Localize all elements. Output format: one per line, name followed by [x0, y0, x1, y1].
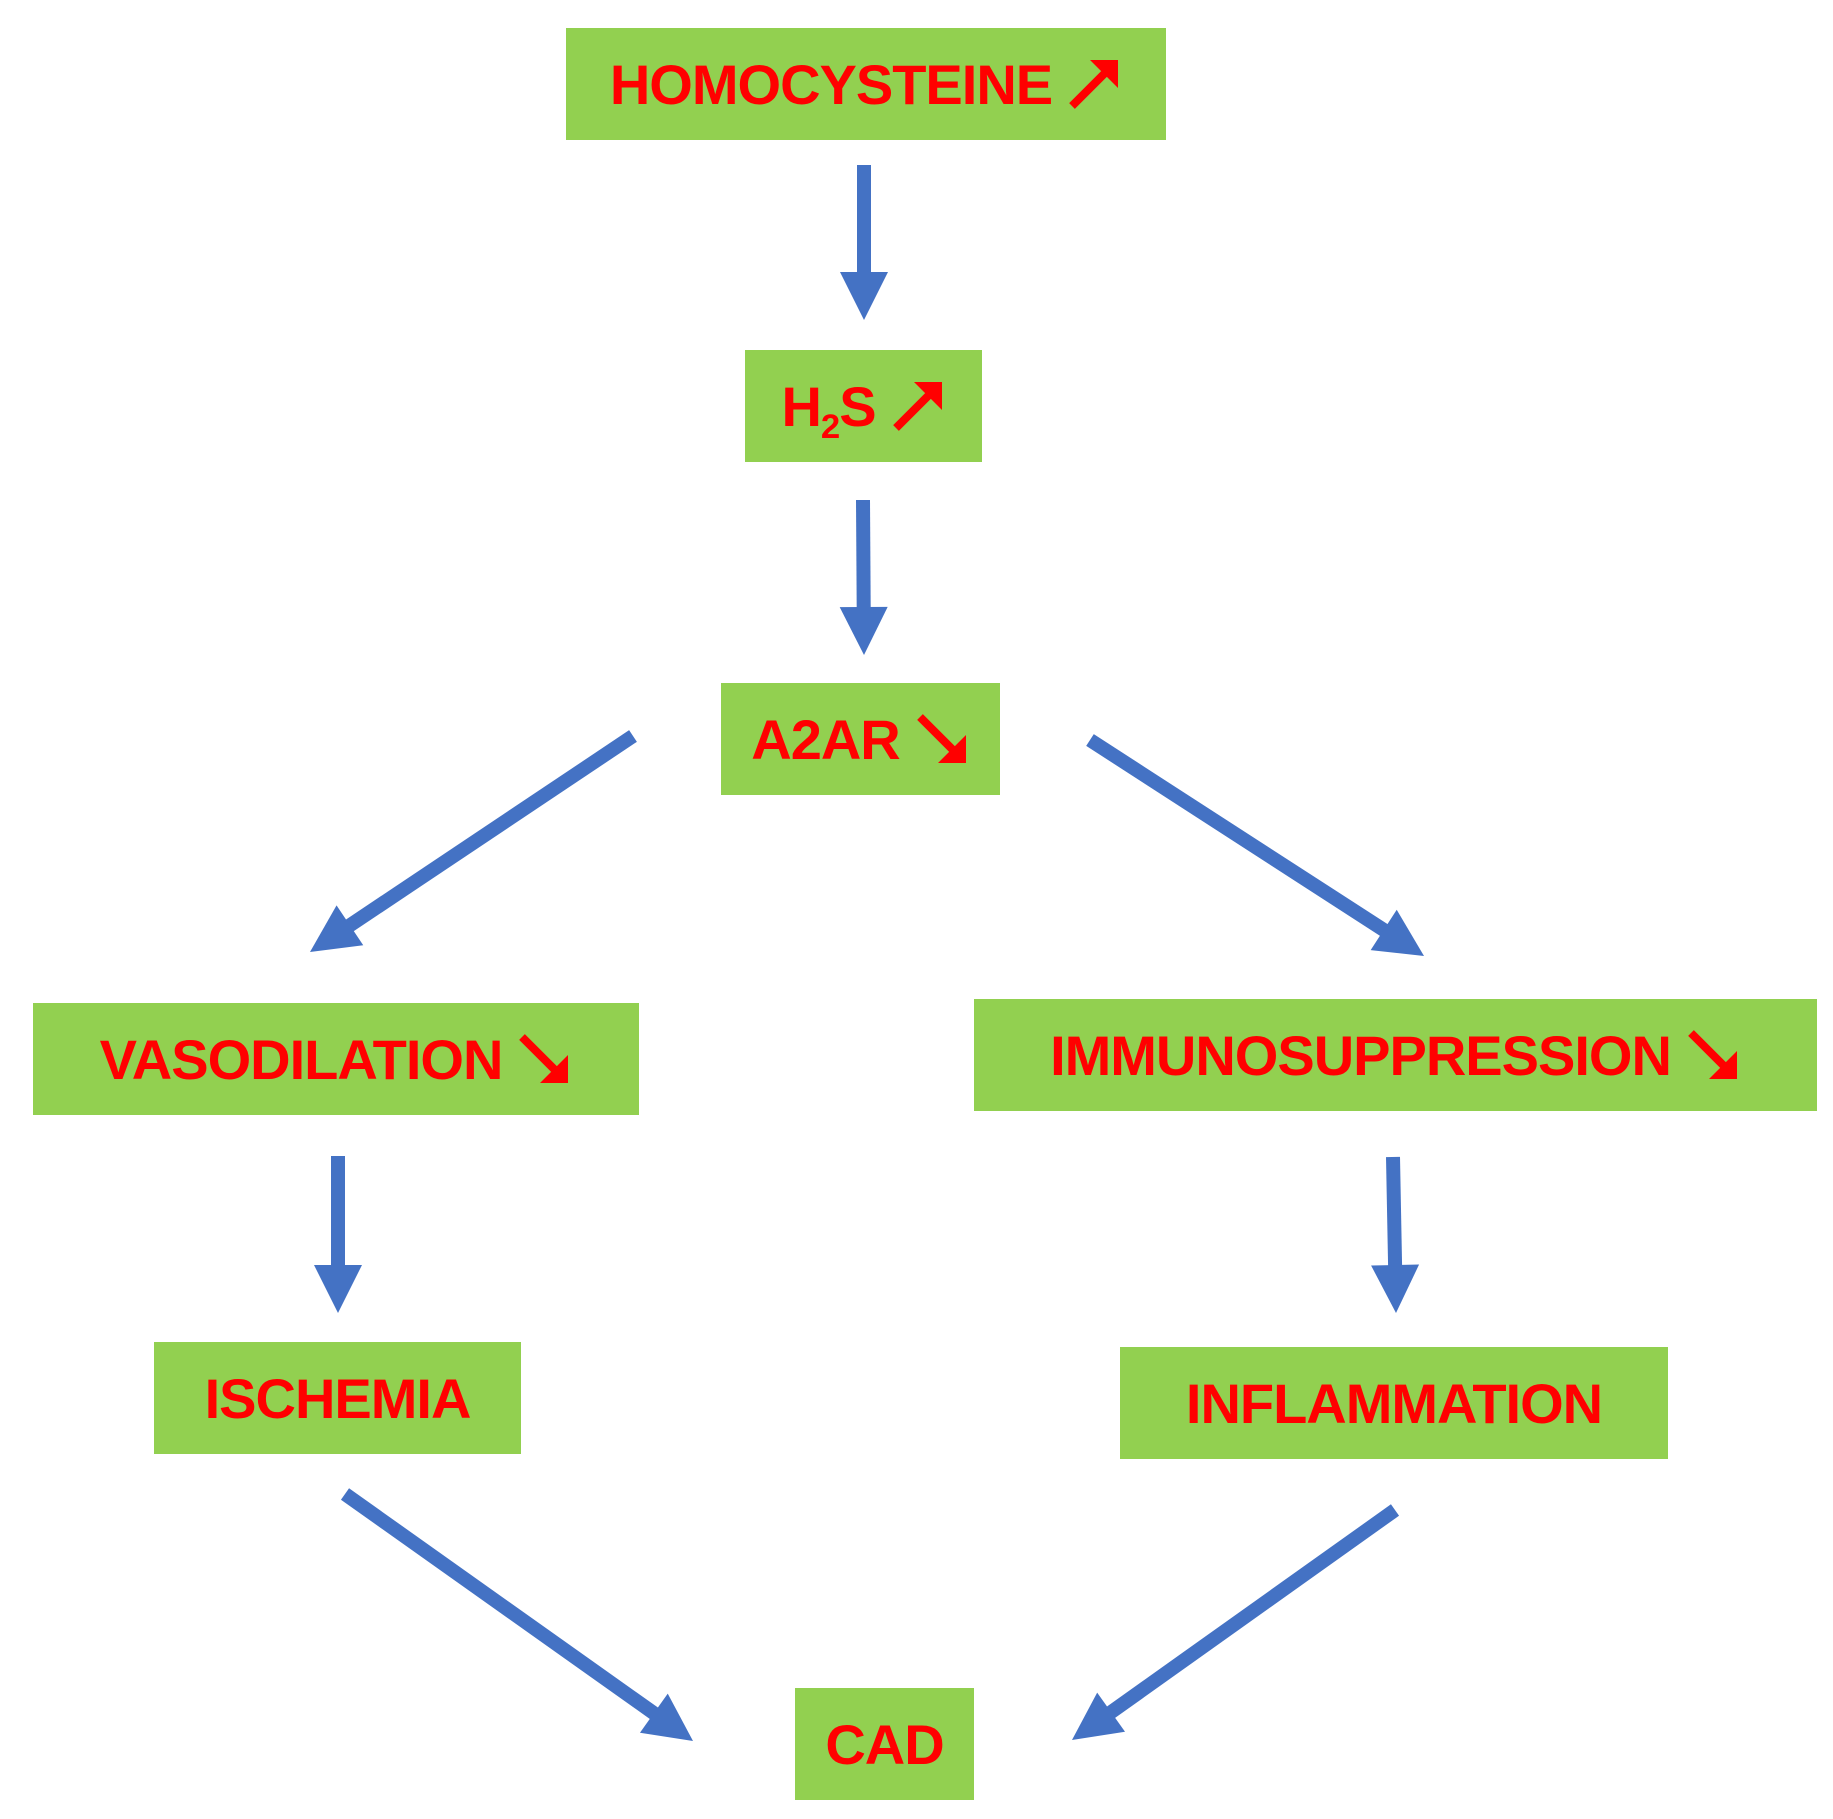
h2s-label-subscript: 2: [820, 407, 840, 446]
node-immunosuppression: IMMUNOSUPPRESSION: [974, 999, 1817, 1111]
edge-arrowhead: [1072, 1692, 1126, 1740]
h2s-label-tail: S: [839, 374, 876, 438]
edge-arrowhead: [1370, 909, 1424, 956]
node-a2ar-label: A2AR: [751, 707, 900, 771]
edge-a2ar-to-vasodilation: [310, 730, 637, 952]
node-vasodilation: VASODILATION: [33, 1003, 639, 1115]
arrow-down-right-icon: [914, 711, 970, 767]
arrow-down-right-icon: [516, 1031, 572, 1087]
edge-arrowhead: [840, 272, 888, 320]
edge-arrowhead: [310, 905, 364, 952]
node-ischemia: ISCHEMIA: [154, 1342, 521, 1454]
edge-immunosuppression-to-inflammation: [1371, 1156, 1420, 1313]
node-inflammation: INFLAMMATION: [1120, 1347, 1668, 1459]
edge-shaft: [1105, 1504, 1400, 1720]
node-homocysteine-label: HOMOCYSTEINE: [609, 52, 1053, 116]
node-immunosuppression-label: IMMUNOSUPPRESSION: [1050, 1023, 1672, 1087]
edge-ischemia-to-cad: [340, 1488, 693, 1741]
node-ischemia-label: ISCHEMIA: [204, 1366, 472, 1430]
edge-arrowhead: [839, 606, 888, 655]
edge-h2s-to-a2ar: [839, 499, 888, 655]
arrow-up-right-icon: [890, 378, 946, 434]
edge-shaft: [1386, 1156, 1403, 1268]
node-vasodilation-label: VASODILATION: [99, 1027, 504, 1091]
h2s-label-main: H: [781, 374, 821, 438]
edge-arrowhead: [314, 1265, 362, 1313]
node-cad: CAD: [795, 1688, 974, 1800]
node-h2s: H2S: [745, 350, 982, 462]
edge-shaft: [340, 1488, 660, 1721]
arrow-up-right-icon: [1066, 56, 1122, 112]
node-inflammation-label: INFLAMMATION: [1185, 1371, 1603, 1435]
edge-a2ar-to-immunosuppression: [1086, 734, 1424, 956]
node-cad-label: CAD: [825, 1712, 944, 1776]
edge-shaft: [344, 730, 637, 933]
edge-vasodilation-to-ischemia: [314, 1156, 362, 1313]
node-homocysteine: HOMOCYSTEINE: [566, 28, 1166, 140]
edge-inflammation-to-cad: [1072, 1504, 1400, 1740]
edge-shaft: [1086, 734, 1390, 937]
edge-arrowhead: [639, 1693, 693, 1741]
node-h2s-label: H2S: [781, 374, 876, 445]
edge-shaft: [856, 499, 871, 610]
node-a2ar: A2AR: [721, 683, 1000, 795]
edge-arrowhead: [1371, 1264, 1420, 1313]
arrow-down-right-icon: [1685, 1027, 1741, 1083]
edge-homocysteine-to-h2s: [840, 165, 888, 320]
